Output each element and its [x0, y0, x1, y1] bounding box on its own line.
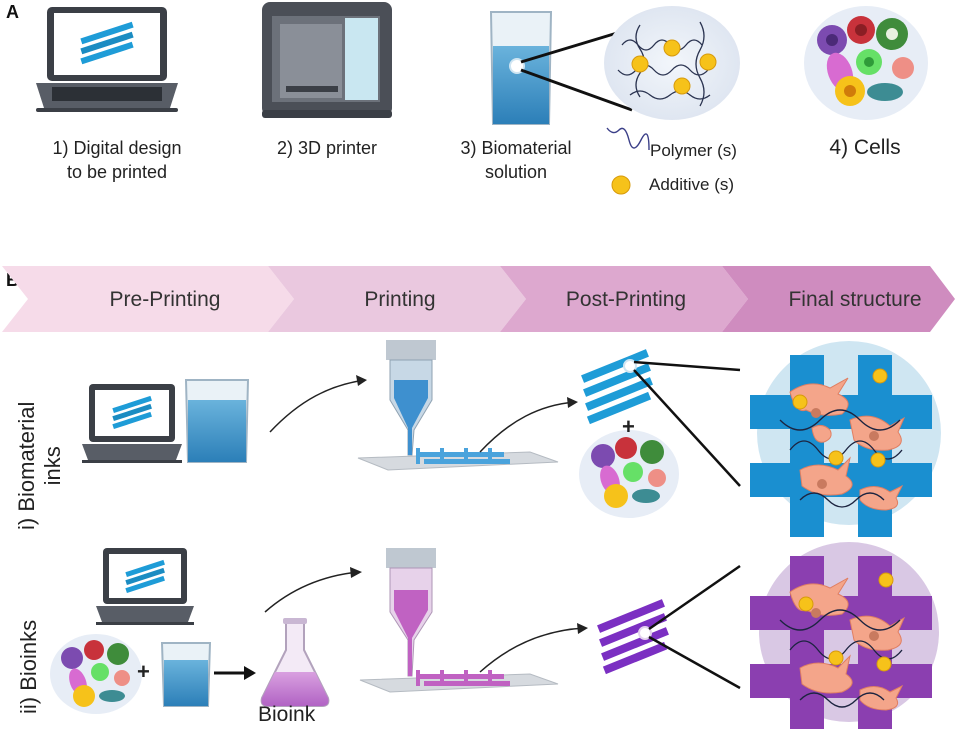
legend-polymer-label: Polymer (s) [650, 141, 737, 160]
scaffold-row1 [581, 349, 653, 425]
beaker-icon-row1 [184, 379, 250, 463]
caption-digital-design-line1: 1) Digital design [52, 138, 182, 158]
stage-banner [2, 266, 955, 332]
flask-icon [260, 618, 330, 707]
stage-final-structure: Final structure [788, 288, 922, 311]
laptop-icon [36, 7, 178, 112]
beaker-icon-row2 [160, 642, 212, 707]
solution-bubble [604, 6, 740, 120]
cells-icon [804, 6, 928, 120]
stage-post-printing: Post-Printing [565, 288, 687, 311]
3d-printer-icon [262, 2, 392, 118]
row-label-biomaterial-inks-line2: inks [40, 446, 65, 486]
stage-printing: Printing [364, 288, 436, 311]
caption-biomaterial-line1: 3) Biomaterial [460, 138, 572, 158]
caption-biomaterial-line2: solution [484, 162, 548, 182]
caption-cells: 4) Cells [800, 136, 930, 160]
caption-3d-printer: 2) 3D printer [232, 136, 422, 160]
stage-pre-printing: Pre-Printing [109, 288, 221, 311]
panel-a-letter: A [6, 2, 19, 22]
bioink-label: Bioink [258, 703, 316, 726]
row-label-biomaterial-inks: i) Biomaterial inks [14, 402, 66, 530]
plus-sign-row1: + [622, 414, 635, 439]
laptop-icon-row2 [96, 548, 194, 625]
plus-sign-row2: + [137, 659, 150, 684]
cells-bubble-row1 [579, 430, 679, 518]
caption-digital-design-line2: to be printed [66, 162, 168, 182]
polymer-legend-icon [606, 127, 650, 151]
caption-cells-line1: 4) Cells [829, 136, 901, 159]
row-label-biomaterial-inks-line1: i) Biomaterial [14, 401, 39, 530]
printer-syringe-row2 [359, 548, 559, 693]
beaker-icon [489, 11, 553, 125]
scaffold-icon [80, 21, 134, 65]
legend-additive-label: Additive (s) [649, 175, 735, 194]
laptop-icon-row1 [82, 384, 182, 463]
final-structure-row2 [750, 542, 939, 729]
additive-legend-icon [611, 175, 631, 195]
final-structure-row1 [750, 341, 941, 537]
row-label-bioinks: ii) Bioinks [16, 619, 41, 714]
caption-biomaterial: 3) Biomaterial solution [430, 136, 602, 184]
caption-digital-design: 1) Digital design to be printed [22, 136, 212, 184]
caption-3d-printer-line1: 2) 3D printer [276, 138, 378, 158]
cells-bubble-row2 [50, 634, 142, 714]
printer-syringe-row1 [357, 340, 559, 471]
scaffold-row2 [597, 599, 669, 675]
